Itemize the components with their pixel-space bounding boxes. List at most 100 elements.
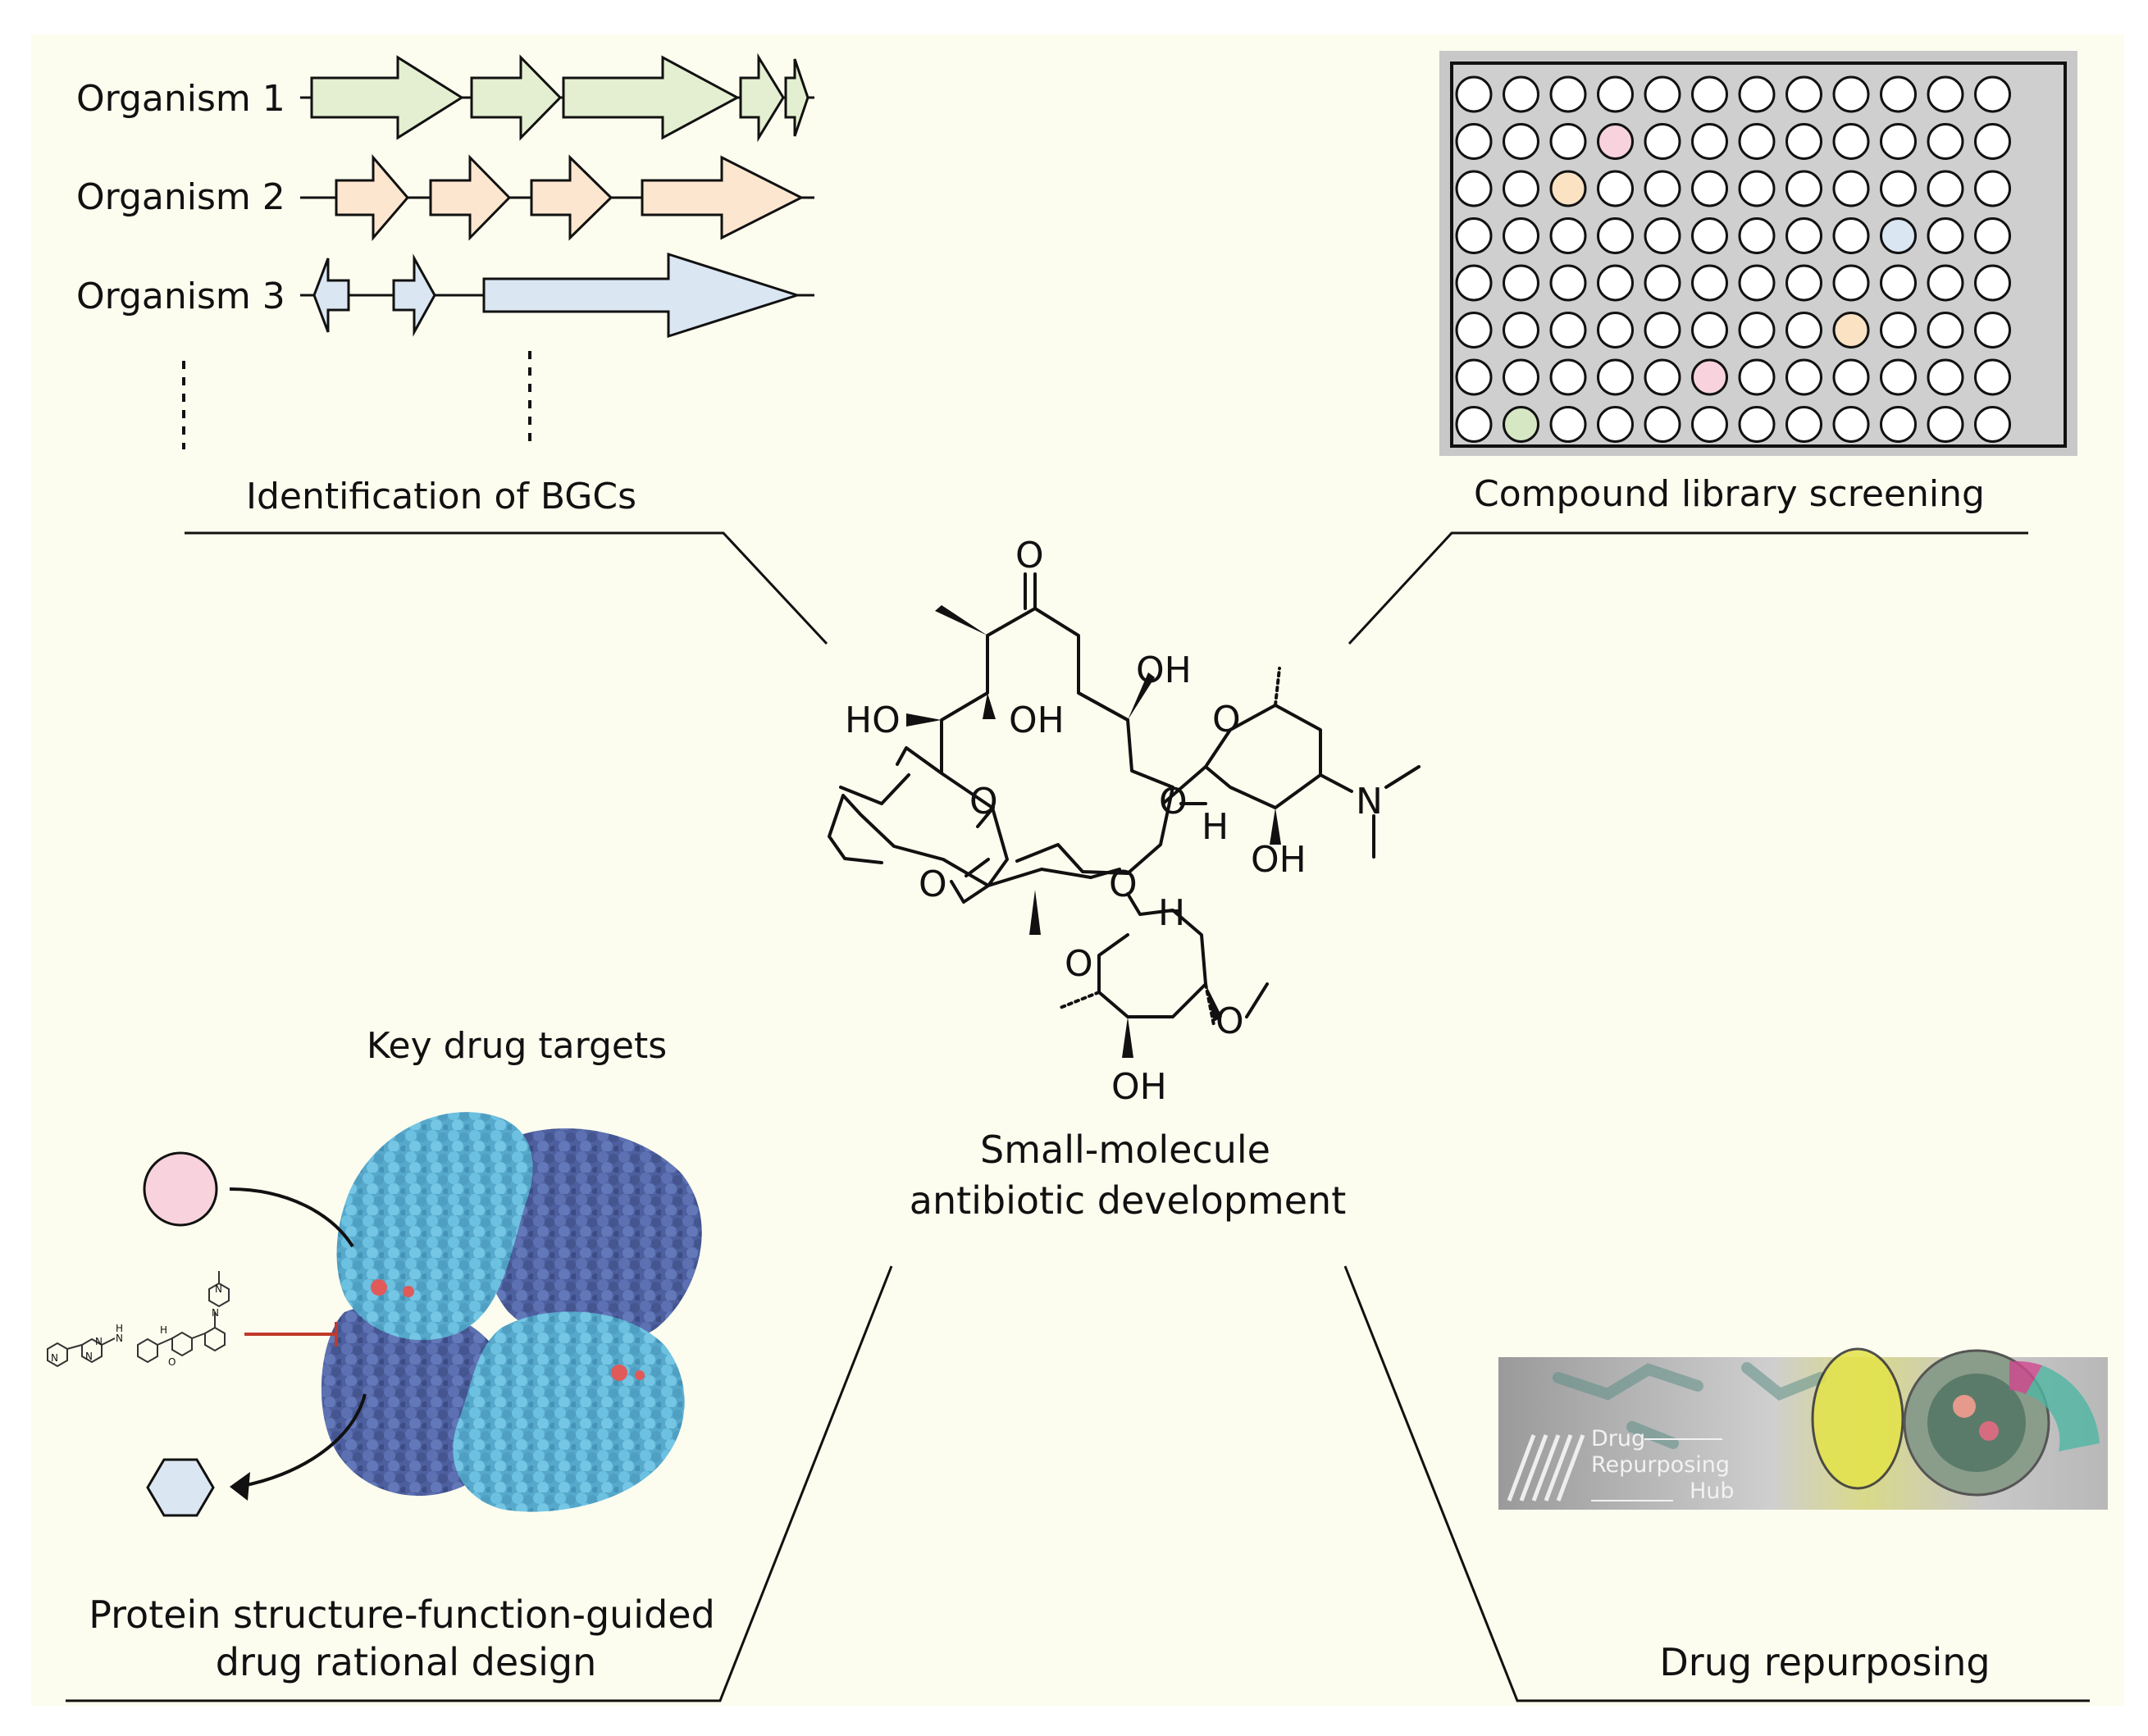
center-caption-line1: Small-molecule	[980, 1128, 1270, 1172]
atom-label: N	[212, 1307, 219, 1319]
erythromycin-structure	[828, 572, 1421, 1058]
plate-well	[1785, 123, 1822, 160]
atom-label: N	[95, 1336, 103, 1347]
plate-well	[1503, 75, 1539, 113]
plate-well	[1785, 264, 1822, 302]
plate-well	[1880, 75, 1917, 113]
plate-well	[1503, 406, 1539, 443]
plate-well	[1549, 170, 1587, 207]
plate-well	[1691, 264, 1728, 302]
bgc-caption: Identification of BGCs	[246, 476, 636, 517]
atom-label: H	[1158, 892, 1185, 934]
plate-well	[1597, 264, 1634, 302]
plate-well	[1832, 123, 1870, 160]
organism-2-track: Organism 2	[76, 153, 814, 242]
atom-label: HO	[845, 699, 901, 741]
plate-well	[1738, 406, 1776, 443]
protein-dark-domain	[475, 1128, 702, 1346]
plate-well	[1832, 217, 1870, 254]
connector-line	[66, 1265, 893, 1702]
plate-well	[1832, 264, 1870, 302]
plate-well	[1738, 170, 1776, 207]
atom-label: O	[168, 1356, 176, 1368]
atom-label: O	[969, 781, 998, 822]
plate-well	[1927, 217, 1964, 254]
atom-label: N	[215, 1283, 222, 1295]
plate-well	[1644, 123, 1681, 160]
repurposing-caption: Drug repurposing	[1659, 1640, 1990, 1684]
plate-well	[1503, 170, 1539, 207]
plate-well	[1785, 170, 1822, 207]
plate-well	[1597, 217, 1634, 254]
plate-well	[1597, 75, 1634, 113]
plate-well	[1549, 123, 1587, 160]
molecule-atom-labels: O OH HO OH O O O O H OH N O H O O OH	[845, 535, 1383, 1108]
banner-text-line3: Hub	[1690, 1479, 1735, 1504]
targets-caption-line2: drug rational design	[216, 1640, 597, 1684]
targets-panel: Key drug targets	[47, 1025, 893, 1702]
organism-3-label: Organism 3	[76, 276, 285, 317]
plate-well	[1832, 406, 1870, 443]
atom-label: N	[1356, 781, 1383, 822]
targets-heading: Key drug targets	[367, 1025, 667, 1067]
plate-well	[1644, 264, 1681, 302]
plate-well	[1549, 358, 1587, 396]
plate-well	[1597, 312, 1634, 349]
banner-text-line1: Drug	[1591, 1426, 1645, 1451]
plate-well	[1974, 217, 2011, 254]
plate-well	[1503, 123, 1539, 160]
atom-label: O	[1065, 943, 1093, 985]
plate-well	[1644, 406, 1681, 443]
plate-well	[1644, 170, 1681, 207]
inhibitor-structure	[47, 1271, 230, 1368]
atom-label: OH	[1009, 699, 1065, 741]
connector-line	[1348, 531, 2028, 645]
plate-well	[1691, 75, 1728, 113]
plate-well	[1597, 358, 1634, 396]
organism-3-track: Organism 3	[76, 252, 814, 339]
plate-well	[1597, 170, 1634, 207]
inhibitor-atom-labels: N N N H N H O N N	[51, 1283, 222, 1368]
plate-well	[1597, 406, 1634, 443]
atom-label: N	[85, 1351, 93, 1362]
organism-2-label: Organism 2	[76, 176, 285, 218]
organism-1-label: Organism 1	[76, 78, 285, 120]
well-grid	[1455, 75, 2011, 443]
plate-well	[1880, 170, 1917, 207]
targets-caption-line1: Protein structure-function-guided	[89, 1592, 715, 1637]
substrate-arrow	[229, 1187, 354, 1248]
plate-well	[1785, 406, 1822, 443]
plate-well	[1738, 75, 1776, 113]
plate-well	[1832, 312, 1870, 349]
bgc-panel: Organism 1 Organism 2 Organism 3	[76, 52, 828, 645]
plate-well	[1455, 358, 1493, 396]
plate-well	[1785, 217, 1822, 254]
plate-well	[1880, 312, 1917, 349]
plate-well	[1832, 75, 1870, 113]
plate-well	[1738, 217, 1776, 254]
connector-line	[185, 531, 828, 645]
plate-well	[1455, 217, 1493, 254]
organism-1-track: Organism 1	[76, 52, 814, 143]
atom-label: N	[51, 1352, 58, 1364]
plate-well	[1880, 358, 1917, 396]
plate-well	[1644, 358, 1681, 396]
plate-well	[1455, 264, 1493, 302]
plate-well	[1927, 312, 1964, 349]
atom-label: H	[160, 1324, 167, 1336]
product-hexagon	[146, 1458, 215, 1517]
protein-structure	[321, 1112, 702, 1512]
drug-repurposing-hub-banner: Drug Repurposing Hub	[1498, 1347, 2108, 1510]
plate-well	[1832, 358, 1870, 396]
atom-label: O	[919, 863, 947, 905]
atom-label: OH	[1111, 1066, 1167, 1108]
plate-well	[1974, 358, 2011, 396]
plate-well	[1738, 264, 1776, 302]
plate-well	[1974, 264, 2011, 302]
plate-well	[1455, 123, 1493, 160]
plate-well	[1455, 406, 1493, 443]
atom-label: N	[116, 1333, 123, 1344]
atom-label: O	[1015, 535, 1044, 576]
plate-well	[1785, 312, 1822, 349]
gene-arrow	[310, 52, 809, 143]
